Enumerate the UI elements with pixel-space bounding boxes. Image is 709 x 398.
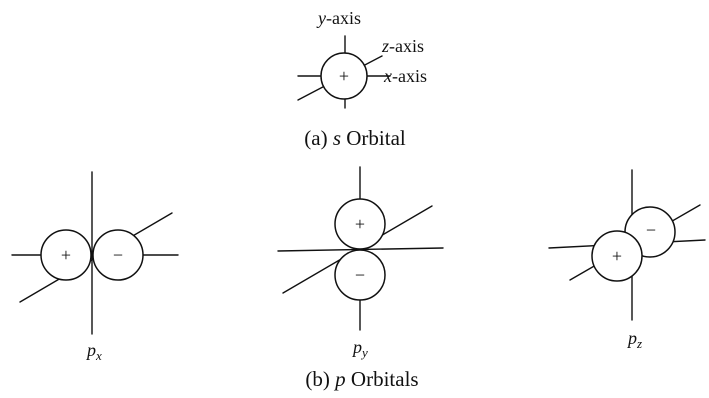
px-label: px [85, 340, 102, 363]
s-orbital-figure: + y-axis z-axis x-axis (a) s Orbital [298, 8, 427, 150]
px-orbital-figure: + − px [12, 172, 178, 363]
py-orbital-figure: + − py [278, 167, 443, 360]
pz-positive-sign: + [612, 246, 622, 266]
s-orbital-sign: + [339, 66, 349, 86]
x-axis-label: x-axis [383, 66, 427, 86]
px-positive-sign: + [61, 245, 71, 265]
py-negative-sign: − [355, 265, 365, 285]
caption-b: (b) p Orbitals [305, 367, 418, 391]
pz-label: pz [626, 328, 642, 351]
z-axis-label: z-axis [381, 36, 424, 56]
px-negative-sign: − [113, 245, 123, 265]
py-label: py [351, 337, 368, 360]
pz-orbital-figure: + − pz [549, 170, 705, 351]
pz-negative-sign: − [646, 220, 656, 240]
caption-a: (a) s Orbital [304, 126, 406, 150]
py-positive-sign: + [355, 214, 365, 234]
y-axis-label: y-axis [316, 8, 361, 28]
